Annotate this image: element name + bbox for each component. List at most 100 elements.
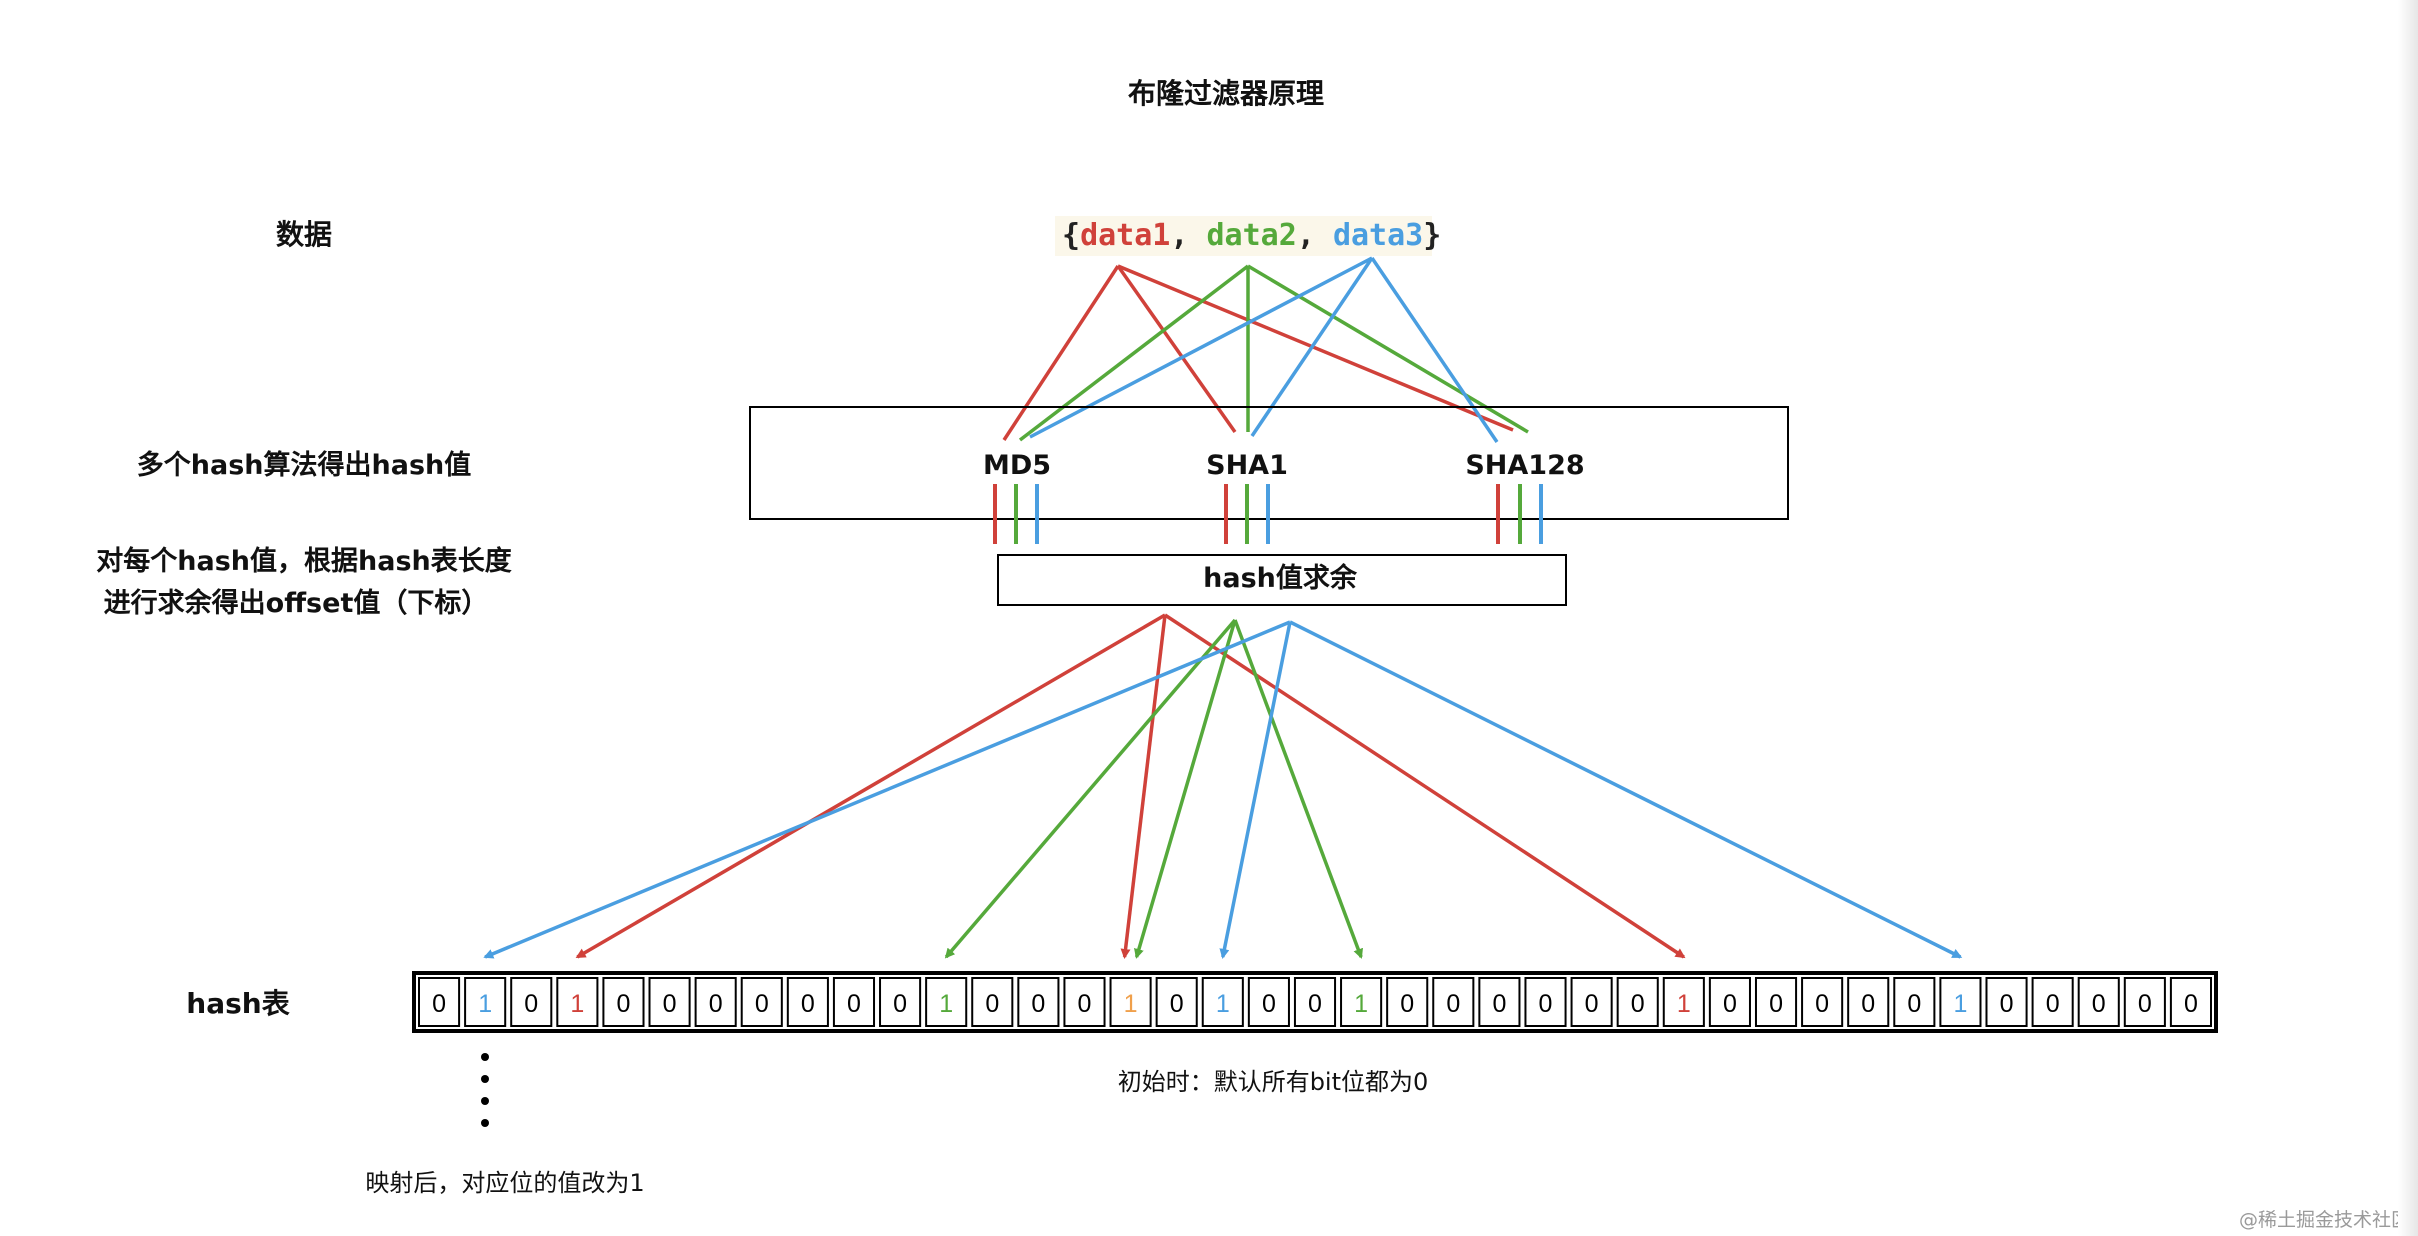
bit-value: 0: [1078, 990, 1092, 1018]
bit-value: 0: [847, 990, 861, 1018]
bit-value: 0: [1170, 990, 1184, 1018]
bit-cell: [1662, 977, 1705, 1027]
bit-value: 1: [1216, 990, 1230, 1018]
bit-value: 0: [2046, 990, 2060, 1018]
line-data2-sha128: [1247, 264, 1529, 434]
bit-cell: [879, 977, 922, 1027]
bit-cell: [694, 977, 737, 1027]
ellipsis-dot: [481, 1097, 489, 1105]
bit-value: 0: [1769, 990, 1783, 1018]
diagram-title: 布隆过滤器原理: [1128, 77, 1324, 110]
label-hash-table: hash表: [186, 987, 289, 1020]
bit-value: 0: [709, 990, 723, 1018]
data-set-highlight: [1055, 216, 1432, 256]
bit-cell: [1109, 977, 1152, 1027]
bit-cell: [1478, 977, 1521, 1027]
bit-value: 0: [1585, 990, 1599, 1018]
modulo-box: [997, 554, 1567, 606]
bit-value: 0: [2000, 990, 2014, 1018]
bit-cell: [1939, 977, 1982, 1027]
arrow-data1-to-bit-27: [1164, 613, 1686, 959]
bit-value: 0: [755, 990, 769, 1018]
vertical-ellipsis-icon: [481, 1053, 489, 1127]
line-data1-sha1: [1116, 264, 1237, 434]
watermark: @稀土掘金技术社区: [2239, 1209, 2410, 1231]
bit-value: 0: [1907, 990, 1921, 1018]
bit-cell: [2169, 977, 2213, 1027]
arrow-data1-to-bit-15: [1120, 614, 1167, 959]
label-modulo-line1: 对每个hash值，根据hash表长度: [96, 545, 511, 577]
data-item-data3: data3: [1333, 218, 1423, 253]
bit-cell: [1754, 977, 1798, 1027]
bit-value: 0: [1400, 990, 1414, 1018]
bit-cell: [1801, 977, 1844, 1027]
bit-value: 0: [663, 990, 677, 1018]
data-set-separator-2: ,: [1297, 218, 1333, 253]
line-data2-md5: [1018, 264, 1250, 442]
bit-cell: [464, 977, 507, 1027]
bit-cell: [1247, 977, 1290, 1027]
bit-value: 0: [1031, 990, 1045, 1018]
bit-value: 0: [432, 990, 446, 1018]
bit-cell: [1524, 977, 1567, 1027]
bit-cell: [1155, 977, 1198, 1027]
bit-cell: [1293, 977, 1337, 1027]
modulo-box-label: hash值求余: [1203, 562, 1358, 594]
data-item-data2: data2: [1207, 218, 1297, 253]
bit-cell: [1017, 977, 1060, 1027]
bit-value: 0: [1308, 990, 1322, 1018]
bit-value: 0: [2138, 990, 2152, 1018]
bit-value: 0: [1539, 990, 1553, 1018]
bit-value: 0: [524, 990, 538, 1018]
bit-cell: [740, 977, 783, 1027]
label-hash-algos: 多个hash算法得出hash值: [137, 449, 471, 481]
line-data3-sha128: [1370, 257, 1499, 443]
algo-sha128: SHA128: [1465, 450, 1584, 481]
line-data3-md5: [1029, 256, 1373, 439]
line-data1-sha128: [1117, 264, 1514, 432]
label-data: 数据: [276, 218, 332, 251]
bit-value: 0: [2092, 990, 2106, 1018]
bit-value: 0: [1631, 990, 1645, 1018]
data-item-data1: data1: [1080, 218, 1170, 253]
bit-cell: [2077, 977, 2120, 1027]
bit-cell: [2031, 977, 2074, 1027]
bit-value: 1: [478, 990, 492, 1018]
bit-cell: [418, 977, 461, 1027]
arrow-data2-to-bit-20: [1233, 619, 1363, 959]
bit-cell: [510, 977, 553, 1027]
line-data3-sha1: [1250, 257, 1374, 437]
bit-value: 0: [801, 990, 815, 1018]
bit-value: 0: [1492, 990, 1506, 1018]
page-edge-shadow: [2398, 0, 2418, 1236]
bit-cell: [1847, 977, 1890, 1027]
bit-cell: [602, 977, 645, 1027]
bit-cell: [1570, 977, 1613, 1027]
bit-value: 1: [1354, 990, 1368, 1018]
bit-cell: [832, 977, 876, 1027]
mapping-arrows: [483, 613, 1963, 959]
bit-cell: [786, 977, 829, 1027]
bit-value: 1: [1124, 990, 1138, 1018]
bit-value: 1: [1677, 990, 1691, 1018]
bit-value: 0: [985, 990, 999, 1018]
bit-cell: [925, 977, 968, 1027]
data-set-open-brace: {: [1062, 218, 1080, 253]
bit-value: 0: [617, 990, 631, 1018]
bit-value: 0: [1815, 990, 1829, 1018]
arrow-data3-to-bit-1: [483, 620, 1291, 959]
bit-value: 0: [1446, 990, 1460, 1018]
bit-cell: [648, 977, 691, 1027]
bit-value: 0: [1723, 990, 1737, 1018]
after-note: 映射后，对应位的值改为1: [365, 1169, 644, 1197]
arrow-data2-to-bit-15: [1134, 619, 1237, 959]
bit-cell: [1432, 977, 1475, 1027]
arrow-data2-to-bit-11: [944, 618, 1237, 959]
bit-cell: [1201, 977, 1244, 1027]
bit-cell: [1893, 977, 1936, 1027]
algo-md5: MD5: [983, 450, 1051, 481]
arrow-data1-to-bit-3: [575, 613, 1166, 959]
ellipsis-dot: [481, 1075, 489, 1083]
